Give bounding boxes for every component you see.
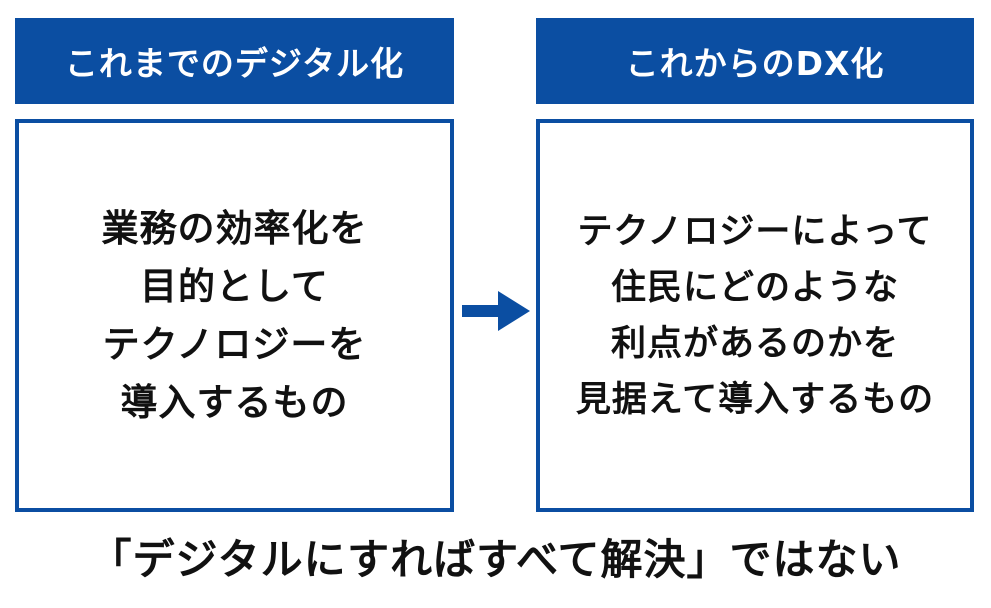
current-digitalization-box: 業務の効率化を 目的として テクノロジーを 導入するもの bbox=[15, 119, 454, 512]
future-description-line: テクノロジーによって bbox=[577, 211, 933, 252]
future-dx-box: テクノロジーによって 住民にどのような 利点があるのかを 見据えて導入するもの bbox=[536, 119, 974, 512]
future-description-line: 利点があるのかを bbox=[610, 323, 899, 364]
right-arrow-icon bbox=[462, 291, 530, 331]
current-description-line: 目的として bbox=[140, 264, 329, 308]
future-description-line: 住民にどのような bbox=[610, 267, 899, 308]
current-digitalization-title: これまでのデジタル化 bbox=[64, 44, 405, 83]
future-dx-title: これからのDX化 bbox=[625, 44, 885, 83]
future-dx-header: これからのDX化 bbox=[536, 18, 974, 104]
current-digitalization-header: これまでのデジタル化 bbox=[15, 18, 454, 104]
future-description-line: 見据えて導入するもの bbox=[575, 379, 935, 420]
current-description-line: 導入するもの bbox=[120, 380, 349, 424]
current-description-line: テクノロジーを bbox=[102, 322, 367, 366]
conclusion-text: 「デジタルにすればすべて解決」ではない bbox=[89, 535, 902, 584]
arrow-shape bbox=[462, 291, 530, 331]
current-description-line: 業務の効率化を bbox=[101, 206, 368, 250]
